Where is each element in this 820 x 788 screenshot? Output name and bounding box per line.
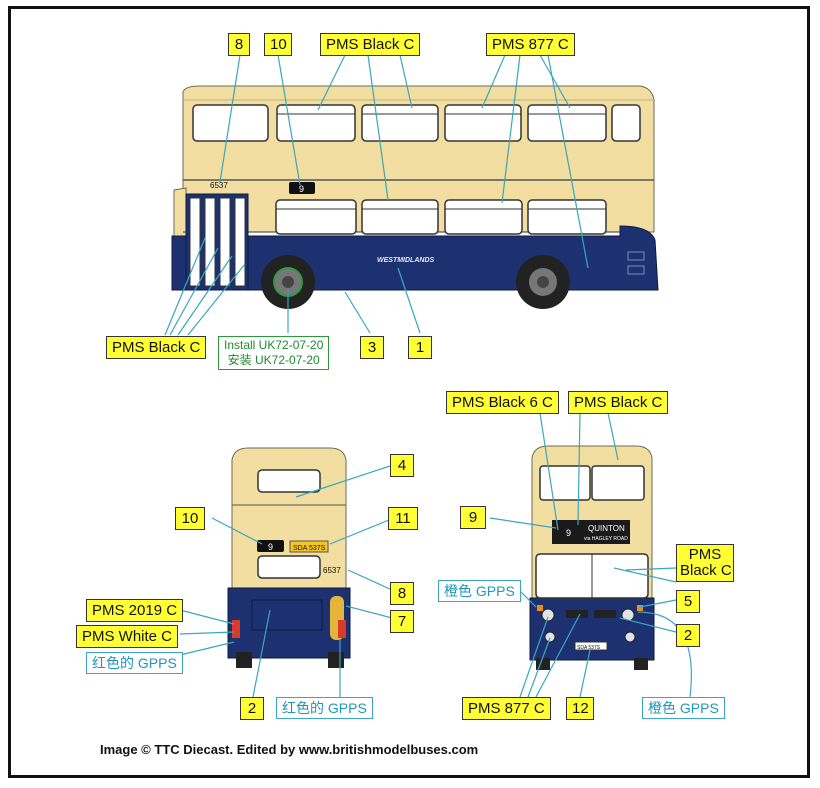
label-pms-black-c-front: PMS Black C (568, 391, 669, 414)
label-3: 3 (360, 336, 384, 359)
label-8-rear: 8 (390, 582, 414, 605)
side-lower-window (527, 199, 607, 235)
label-7: 7 (390, 610, 414, 633)
label-pms-2019c: PMS 2019 C (86, 599, 184, 622)
front-plate (574, 641, 608, 651)
svg-text:9: 9 (268, 542, 273, 552)
label-pms-877c-front: PMS 877 C (462, 697, 551, 720)
svg-text:6537: 6537 (323, 566, 341, 575)
rear-plate (289, 540, 329, 553)
front-indicator (537, 605, 543, 611)
side-logo: WESTMIDLANDS (377, 257, 434, 264)
label-9: 9 (460, 506, 486, 529)
gpps-orange-left: 橙色 GPPS (438, 580, 521, 602)
side-lower-window (361, 199, 439, 235)
front-view: 9 QUINTON via HAGLEY ROAD SDA 537S (529, 445, 655, 670)
front-upper-window-left (539, 465, 591, 501)
side-upper-window (527, 104, 607, 142)
label-2-rear: 2 (240, 697, 264, 720)
label-1: 1 (408, 336, 432, 359)
rear-upper-window (257, 469, 321, 493)
gpps-red-bottom: 红色的 GPPS (276, 697, 373, 719)
label-pms-black-c-stack: PMS Black C (676, 544, 734, 582)
label-pms-black-c-side: PMS Black C (320, 33, 421, 56)
side-route-box (289, 182, 315, 194)
label-10-side: 10 (264, 33, 292, 56)
side-route-number: 9 (299, 184, 304, 194)
label-11: 11 (388, 507, 418, 530)
label-2-front: 2 (676, 624, 700, 647)
install-note: Install UK72-07-20 安装 UK72-07-20 (218, 336, 330, 370)
front-headlight (621, 608, 635, 622)
side-fleet-number: 6537 (210, 181, 228, 190)
side-lower-window (444, 199, 523, 235)
rear-route-box (257, 540, 284, 552)
label-8-side: 8 (228, 33, 250, 56)
install-line-1: Install UK72-07-20 (224, 338, 324, 352)
front-headlight (541, 608, 555, 622)
side-upper-window (192, 104, 269, 142)
label-10-rear: 10 (175, 507, 205, 530)
svg-text:via HAGLEY ROAD: via HAGLEY ROAD (584, 536, 628, 542)
side-view: 6537 9 WESTMIDLANDS (171, 85, 659, 309)
front-body-lower (529, 597, 655, 661)
leader-lines (164, 54, 692, 698)
gpps-red-left: 红色的 GPPS (86, 652, 183, 674)
label-pms-black-c-doors: PMS Black C (106, 336, 207, 359)
front-upper-window-right (591, 465, 645, 501)
front-indicator (637, 605, 643, 611)
rear-lower-window (257, 555, 321, 579)
rear-view: 9 SDA 537S 6537 (227, 447, 351, 668)
front-destination-blind (552, 520, 630, 544)
label-pms-black-c-line2: Black C (680, 562, 732, 579)
side-upper-window (276, 104, 356, 142)
install-line-2: 安装 UK72-07-20 (227, 353, 320, 367)
label-4: 4 (390, 454, 414, 477)
label-pms-877c-side: PMS 877 C (486, 33, 575, 56)
rear-light-right (338, 620, 346, 638)
side-lower-window (275, 199, 357, 235)
image-credit: Image © TTC Diecast. Edited by www.briti… (100, 742, 479, 757)
svg-text:9: 9 (566, 528, 571, 538)
label-pms-black-c-line1: PMS (688, 546, 722, 563)
label-pms-black-6c: PMS Black 6 C (446, 391, 559, 414)
gpps-orange-right: 橙色 GPPS (642, 697, 725, 719)
rear-light-left (232, 620, 240, 638)
svg-text:QUINTON: QUINTON (588, 524, 625, 533)
label-12: 12 (566, 697, 594, 720)
outer-frame (8, 6, 810, 778)
side-upper-window (611, 104, 641, 142)
label-pms-white-c: PMS White C (76, 625, 179, 648)
label-5: 5 (676, 590, 700, 613)
side-upper-window (361, 104, 439, 142)
svg-text:SDA 537S: SDA 537S (577, 645, 601, 651)
svg-text:SDA 537S: SDA 537S (293, 545, 326, 552)
